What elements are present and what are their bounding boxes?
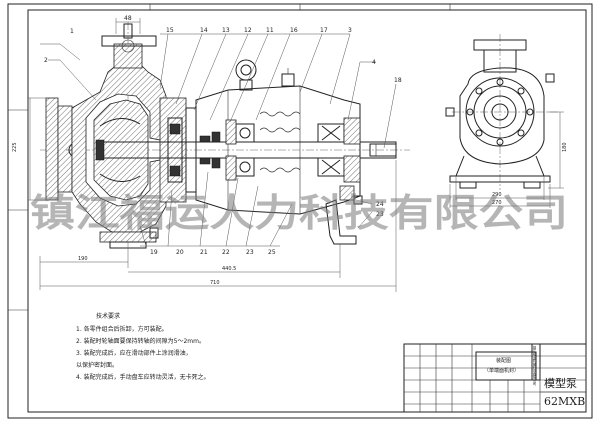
part-label-24: 24 [376,201,384,208]
inner-frame [27,9,587,413]
dim-190: 190 [78,256,88,262]
part-label-23: 23 [246,249,254,256]
part-label-20: 20 [176,249,184,256]
part-label-15: 15 [166,27,174,34]
part-label-4: 4 [372,59,376,66]
part-label-22: 22 [222,249,230,256]
part-label-19: 19 [150,249,158,256]
section-dimensions [28,18,397,292]
dim-440-5: 440.5 [222,266,236,272]
dim-710: 710 [210,280,220,286]
company-vertical: 镇江福运机械科技有限公司 [532,345,536,386]
assembly-label: 装配图 [496,357,511,364]
part-label-18: 18 [394,77,402,84]
dim-270: 270 [492,200,502,206]
end-view [445,34,564,208]
part-label-2: 2 [44,57,48,64]
note-4: 4. 装配完成后，手动盘车应转动灵活，无卡死之。 [76,373,210,381]
watermark-text: 镇江福运人力科技有限公司 [30,191,568,235]
note-3: 3. 装配完成后，应在滑动部件上涂润滑油， [76,349,192,357]
note-2: 2. 装配时轮轴面要保持转轴的间隙为5～2mm。 [76,337,205,345]
sectional-view [40,22,410,249]
part-label-21: 21 [200,249,208,256]
title-block [403,343,587,413]
part-label-16: 16 [290,27,298,34]
technical-notes: 技术要求 1. 各零件组合后拆卸，方可装配。 2. 装配时轮轴面要保持转轴的间隙… [76,312,210,381]
note-3-cont: 以保护密封面。 [76,361,118,369]
part-label-1: 1 [70,28,74,35]
part-label-13: 13 [222,27,230,34]
dim-225: 225 [12,142,18,152]
part-label-11: 11 [266,27,274,34]
part-label-12: 12 [244,27,252,34]
part-label-23r: 23 [376,211,384,218]
part-label-3: 3 [348,27,352,34]
part-label-14: 14 [200,27,208,34]
dim-48: 48 [124,15,132,22]
lifting-eye [235,59,257,81]
dim-180: 180 [562,142,568,152]
notes-title: 技术要求 [96,312,120,320]
assembly-sub-label: （单端面机封） [484,367,519,374]
part-leaders [40,33,397,247]
dim-290: 290 [492,192,502,198]
part-label-25: 25 [268,249,276,256]
note-1: 1. 各零件组合后拆卸，方可装配。 [76,325,168,333]
model-name: 模型泵 [544,376,577,390]
model-code: 62MXB [544,395,585,408]
part-label-17: 17 [320,27,328,34]
